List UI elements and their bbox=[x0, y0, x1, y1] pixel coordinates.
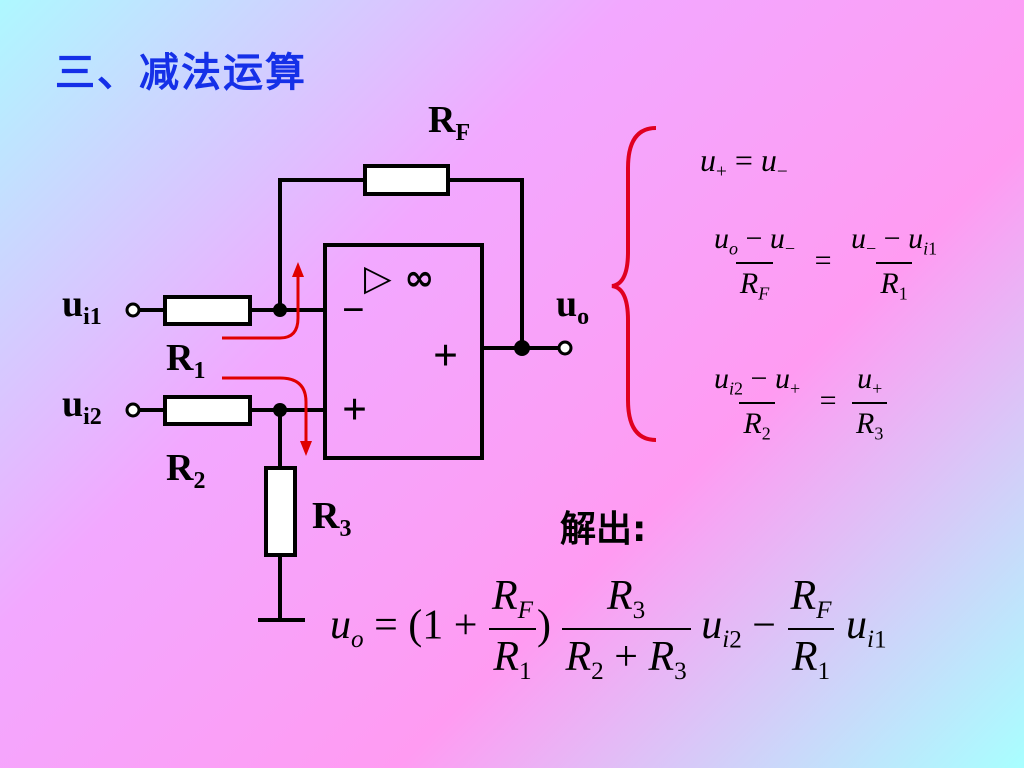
arrowhead bbox=[292, 262, 304, 277]
junction-dot bbox=[514, 340, 530, 356]
label-uo: uo bbox=[556, 283, 590, 330]
junction-dot bbox=[273, 303, 287, 317]
minus-sign: − bbox=[342, 287, 365, 332]
equation-brace bbox=[611, 126, 657, 442]
resistor-r3 bbox=[264, 466, 297, 557]
terminal-uo bbox=[557, 340, 573, 356]
solve-label: 解出: bbox=[560, 509, 647, 550]
label-ui1: ui1 bbox=[62, 283, 102, 330]
label-r2: R2 bbox=[166, 447, 206, 494]
junction-dot bbox=[273, 403, 287, 417]
page-title: 三、减法运算 bbox=[55, 50, 307, 96]
resistor-r2 bbox=[163, 395, 252, 426]
plus-sign-output: + bbox=[433, 331, 459, 380]
feedback-wire-right bbox=[448, 178, 524, 348]
resistor-r1 bbox=[163, 295, 252, 326]
equation-3: ui2 − u+ R2 = u+ R3 bbox=[710, 362, 888, 445]
current-arrow-1 bbox=[222, 272, 300, 340]
equation-1: u+ = u− bbox=[700, 142, 788, 183]
label-r1: R1 bbox=[166, 337, 206, 384]
label-ui2: ui2 bbox=[62, 383, 102, 430]
arrowhead bbox=[300, 441, 312, 456]
terminal-ui2 bbox=[125, 402, 141, 418]
resistor-rf bbox=[363, 164, 450, 196]
feedback-wire-left bbox=[278, 178, 365, 308]
opamp-symbol: ▷ ∞ bbox=[364, 258, 435, 299]
equation-2: uo − u− RF = u− − ui1 R1 bbox=[714, 222, 938, 304]
label-rf: RF bbox=[428, 99, 471, 146]
plus-sign-input: + bbox=[342, 385, 368, 434]
terminal-ui1 bbox=[125, 302, 141, 318]
current-arrow-2 bbox=[222, 376, 308, 445]
opamp-box bbox=[323, 243, 484, 460]
label-r3: R3 bbox=[312, 495, 352, 542]
